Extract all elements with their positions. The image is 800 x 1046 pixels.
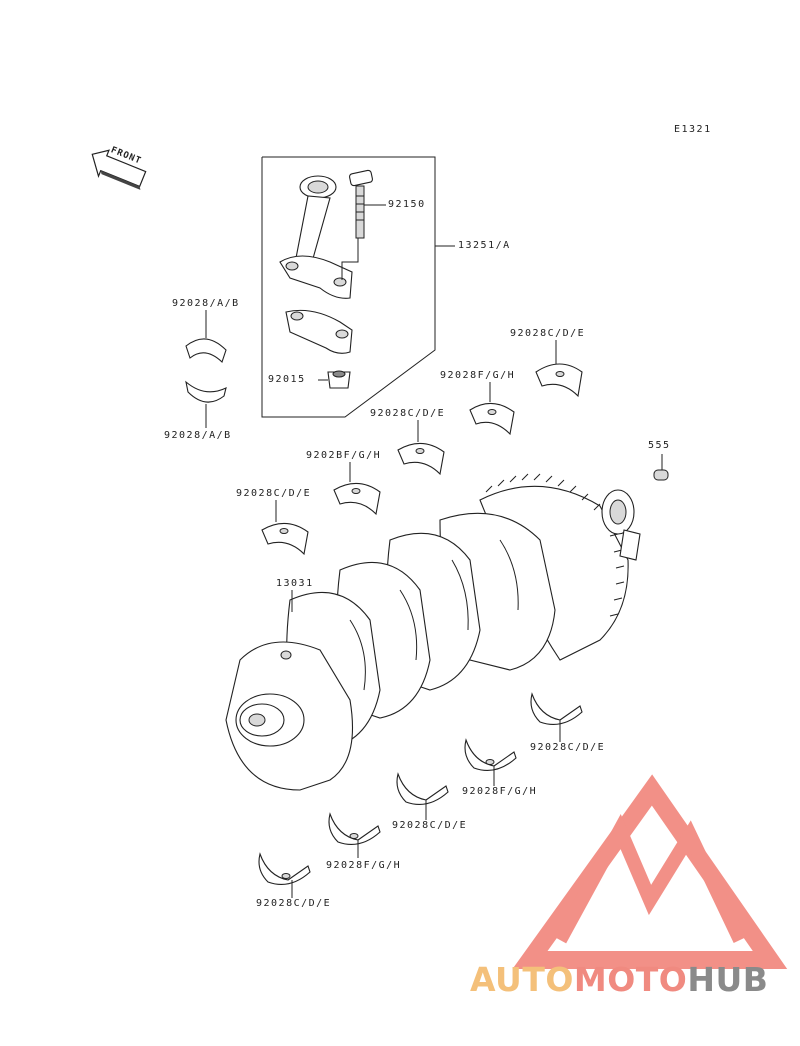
callout-lower-cde-3: 92028C/D/E [256,898,332,909]
callout-crankshaft: 13031 [276,578,314,589]
watermark-part-moto: MOTO [573,960,688,999]
callout-lower-fgh-1: 92028F/G/H [462,786,538,797]
callout-lower-fgh-2: 92028F/G/H [326,860,402,871]
callout-rod-assembly: 13251/A [458,240,511,251]
callout-lower-cde-2: 92028C/D/E [392,820,468,831]
main-bearing-upper-2-icon [469,382,515,436]
callout-main-cde-2: 92028C/D/E [370,408,446,419]
callout-pin: 555 [648,440,671,451]
callout-main-fgh-1: 92028F/G/H [440,370,516,381]
watermark-part-hub: HUB [687,960,769,999]
main-bearing-upper-1-icon [535,340,583,398]
rod-bolt-icon [341,169,386,280]
connecting-rod-icon [279,175,353,299]
bearing-ab-upper-icon [185,310,227,363]
callout-rod-bolt: 92150 [388,199,426,210]
rod-nut-icon [318,370,351,389]
main-bearing-upper-5-icon [261,500,309,556]
callout-rod-nut: 92015 [268,374,306,385]
callout-bearing-ab-lower: 92028/A/B [164,430,232,441]
main-bearing-lower-3-icon [396,772,449,820]
callout-bearing-ab-upper: 92028/A/B [172,298,240,309]
main-bearing-lower-5-icon [258,852,311,898]
crankshaft-icon [225,473,641,791]
watermark-logo-icon [512,774,788,969]
rod-assembly-box [261,156,455,418]
bearing-ab-lower-icon [185,380,227,428]
diagram-code: E1321 [674,124,712,135]
callout-main-cde-3: 92028C/D/E [236,488,312,499]
watermark-part-auto: AUTO [470,960,574,999]
callout-main-cde-1: 92028C/D/E [510,328,586,339]
main-bearing-lower-2-icon [464,738,517,786]
main-bearing-upper-3-icon [397,420,445,476]
rod-cap-icon [285,309,353,354]
callout-main-fgh-2: 9202BF/G/H [306,450,382,461]
dowel-pin-icon [653,454,669,481]
front-arrow-icon [91,149,147,190]
main-bearing-upper-4-icon [333,462,381,516]
main-bearing-lower-1-icon [530,692,583,742]
callout-lower-cde-1: 92028C/D/E [530,742,606,753]
main-bearing-lower-4-icon [328,812,381,858]
watermark-text: AUTOMOTOHUB [470,962,768,998]
